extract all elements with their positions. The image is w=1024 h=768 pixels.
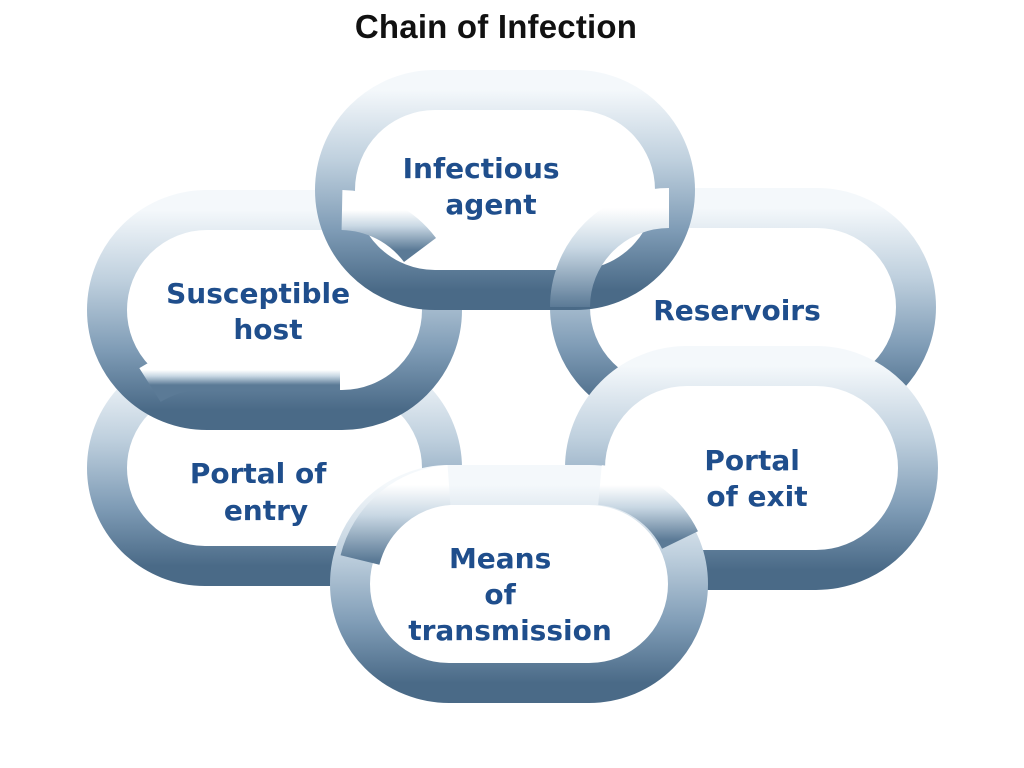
infectious-agent-label: Infectious agent xyxy=(403,152,570,221)
susceptible-host-overlap-segment xyxy=(340,190,436,263)
portal-of-exit-label: Portal of exit xyxy=(704,444,809,513)
susceptible-host-label-line-2: host xyxy=(233,313,302,346)
means-of-transmission-label-line-2: of xyxy=(484,578,516,611)
portal-of-entry-label-line-2: entry xyxy=(224,494,308,527)
susceptible-host-label-line-1: Susceptible xyxy=(166,277,350,310)
reservoirs-label: Reservoirs xyxy=(653,294,821,327)
means-of-transmission-label-line-1: Means xyxy=(449,542,551,575)
reservoirs-label-line-1: Reservoirs xyxy=(653,294,821,327)
infectious-agent-label-line-2: agent xyxy=(445,188,536,221)
portal-of-exit-label-line-1: Portal xyxy=(704,444,799,477)
portal-of-entry-overlap-segment xyxy=(139,349,340,403)
means-of-transmission-overlap-segment xyxy=(340,465,452,566)
means-of-transmission-right-overlap-segment xyxy=(597,465,698,550)
infectious-agent-label-line-1: Infectious xyxy=(403,152,560,185)
means-of-transmission-label: Means of transmission xyxy=(408,542,612,647)
page-title: Chain of Infection xyxy=(354,8,638,45)
reservoirs-overlap-segment xyxy=(550,188,670,308)
portal-of-entry-label-line-1: Portal of xyxy=(190,457,327,490)
portal-of-entry-label: Portal of entry xyxy=(190,457,336,527)
susceptible-host-label: Susceptible host xyxy=(166,277,360,346)
means-of-transmission-label-line-3: transmission xyxy=(408,614,612,647)
portal-of-exit-label-line-2: of exit xyxy=(706,480,807,513)
means-of-transmission-link xyxy=(330,465,708,703)
